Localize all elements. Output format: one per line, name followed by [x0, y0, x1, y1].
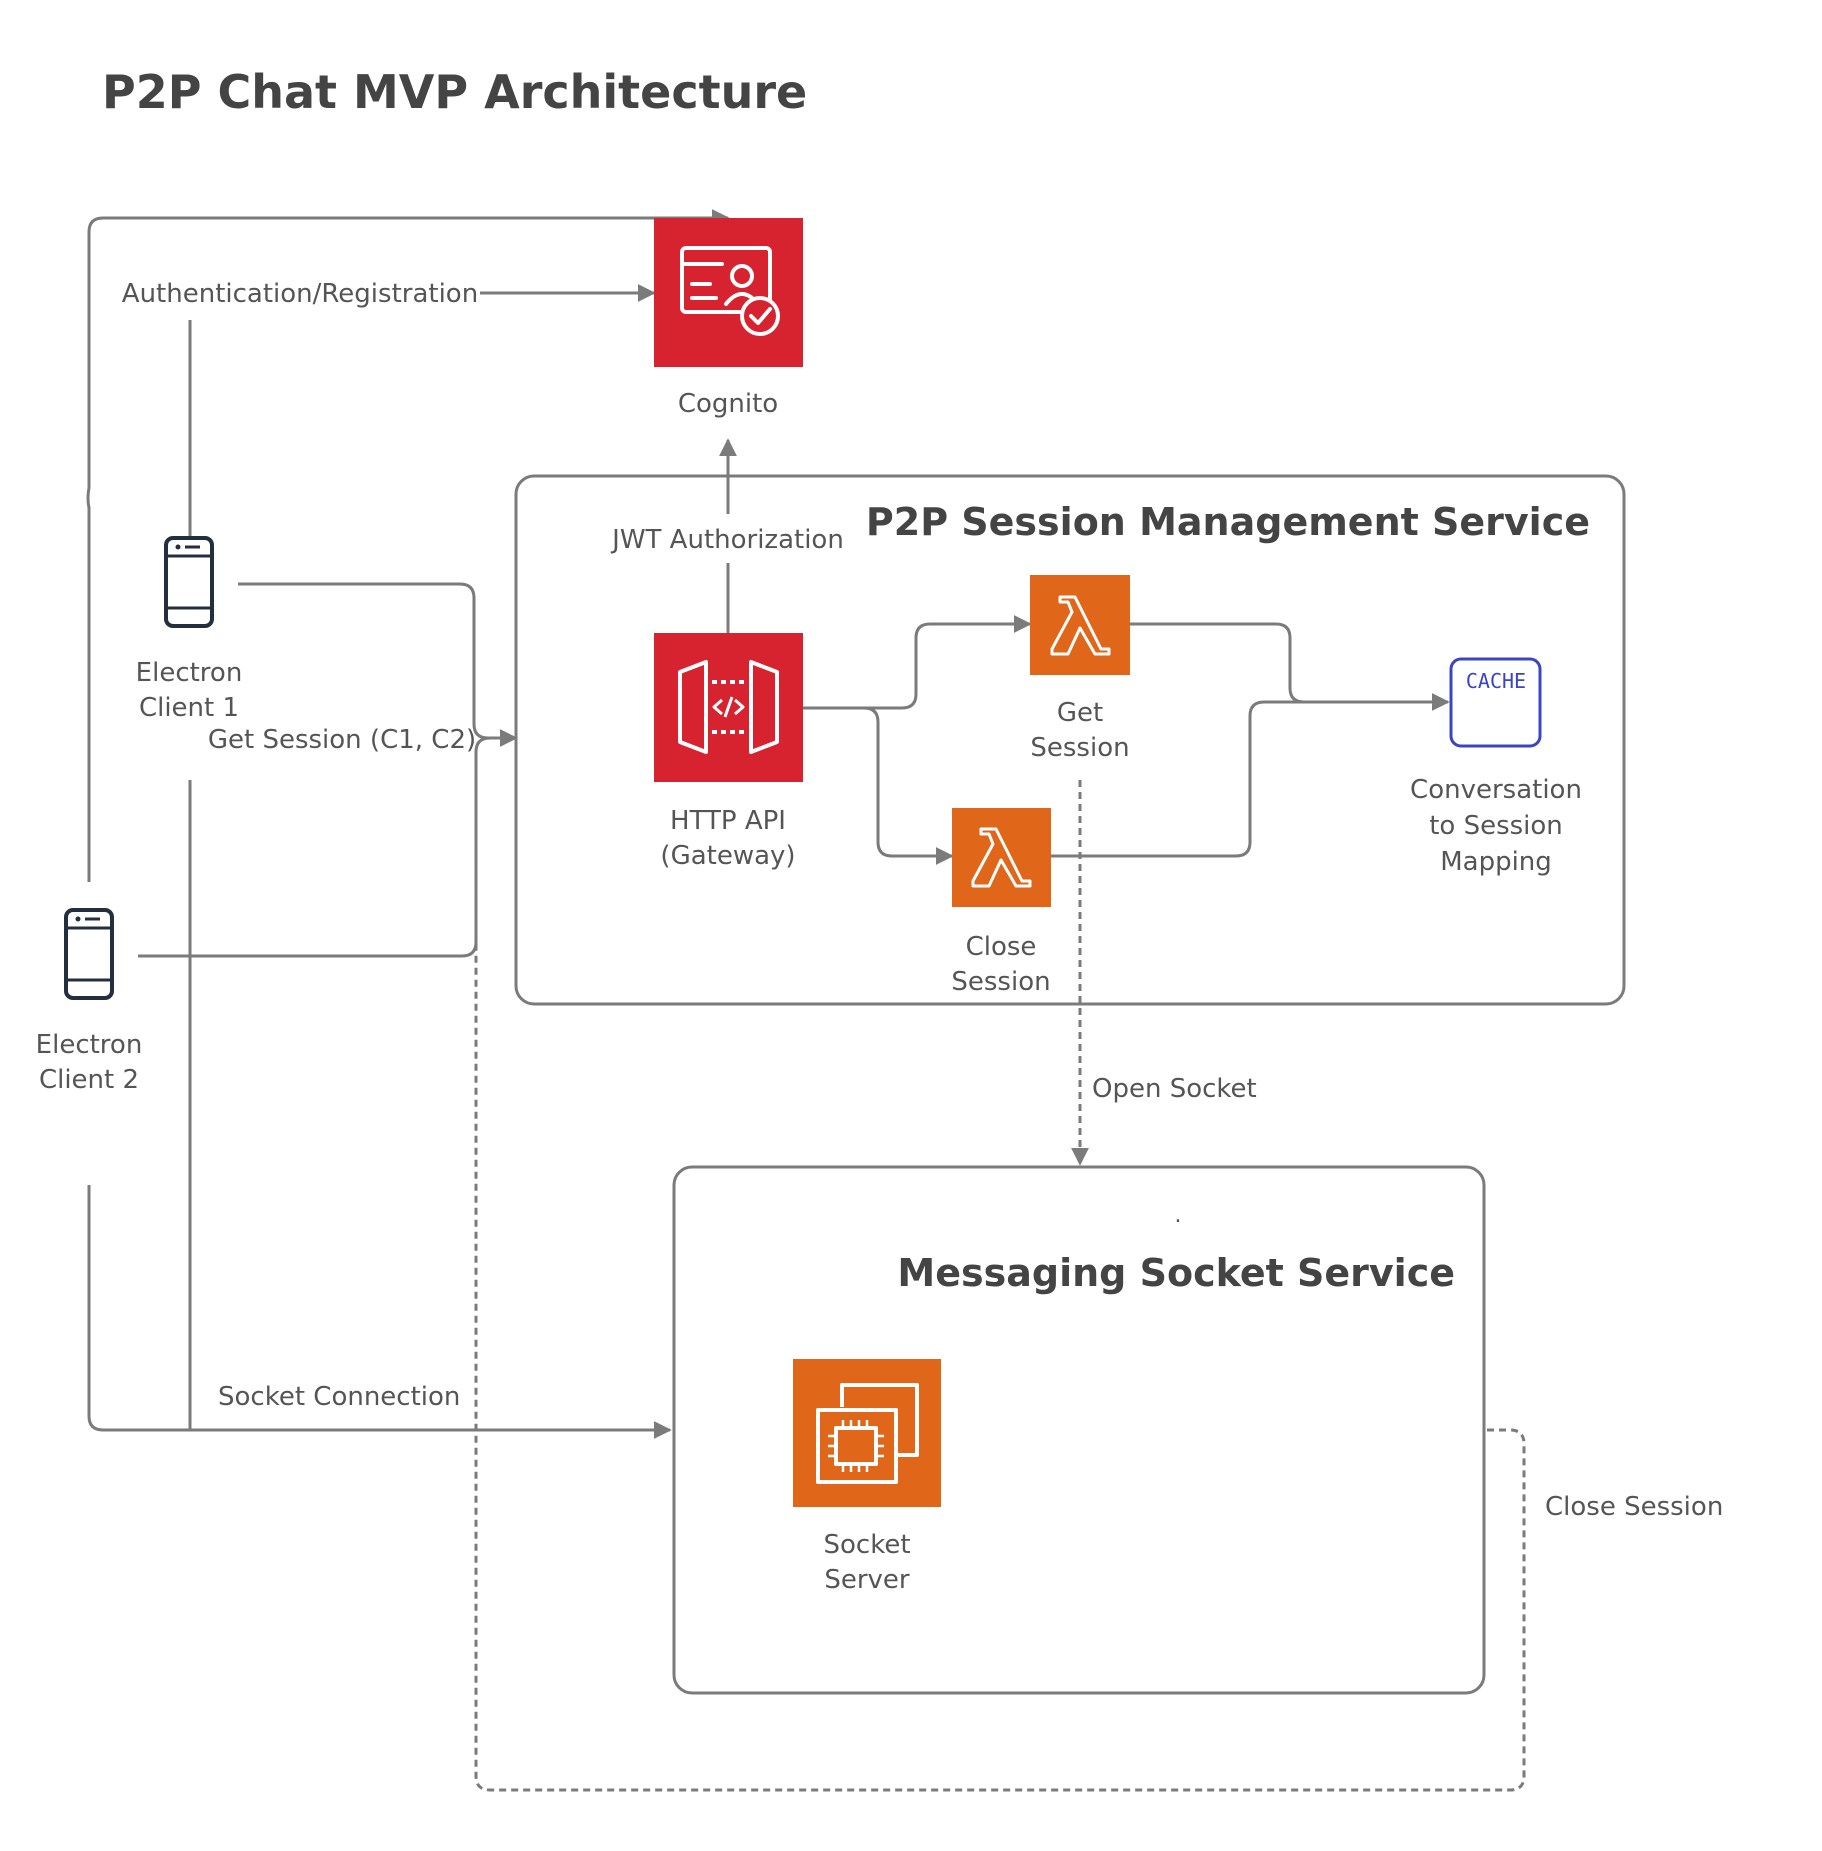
client1-label-line2: Client 1	[139, 693, 239, 723]
label-open-socket: Open Socket	[1092, 1074, 1257, 1104]
cache-node[interactable]: CACHE	[1449, 657, 1542, 748]
label-bg-get-session	[216, 720, 466, 756]
mobile-device-icon	[164, 536, 214, 628]
edge-client2-to-cognito	[86, 209, 730, 882]
client2-label-line1: Electron	[36, 1030, 143, 1060]
label-close-session-loop: Close Session	[1545, 1492, 1723, 1522]
cache-badge: CACHE	[1466, 669, 1526, 693]
diagram-title: P2P Chat MVP Architecture	[102, 65, 807, 119]
label-authentication-registration: Authentication/Registration	[122, 279, 478, 309]
edge-close-session-to-cache	[1050, 700, 1304, 858]
lambda-icon	[1050, 595, 1111, 656]
session-management-title: P2P Session Management Service	[866, 500, 1590, 544]
electron-client-1-node[interactable]	[164, 536, 214, 628]
electron-client-2-node[interactable]	[64, 908, 114, 1000]
edge-api-to-close-session	[803, 706, 954, 865]
label-bg-jwt	[612, 520, 844, 558]
lambda-icon	[971, 827, 1032, 888]
http-api-node[interactable]	[654, 633, 803, 782]
close-session-label-line1: Close	[966, 932, 1037, 962]
http-api-label-line2: (Gateway)	[660, 841, 795, 871]
get-session-label-line1: Get	[1057, 698, 1103, 728]
close-session-label-line2: Session	[951, 967, 1050, 997]
label-bg-auth	[124, 274, 476, 310]
client2-label-line2: Client 2	[39, 1065, 139, 1095]
messaging-dot: .	[1175, 1203, 1182, 1228]
cache-label-line1: Conversation	[1410, 775, 1582, 805]
socket-server-node[interactable]	[793, 1359, 941, 1507]
edge-client1-get-session	[238, 582, 518, 747]
dashed-connectors	[474, 770, 1526, 1792]
messaging-socket-group	[672, 1165, 1486, 1695]
connectors	[86, 209, 1450, 1439]
close-session-icon-bg	[952, 808, 1051, 907]
edge-socket-connection	[87, 1185, 672, 1439]
ec2-instances-icon	[816, 1383, 919, 1484]
cognito-label: Cognito	[678, 389, 778, 419]
edge-api-to-get-session	[803, 615, 1032, 710]
edge-get-session-to-cache	[1130, 622, 1450, 711]
http-api-label-line1: HTTP API	[670, 806, 786, 836]
client1-label-line1: Electron	[136, 658, 243, 688]
label-socket-connection: Socket Connection	[218, 1382, 460, 1412]
cache-label-line3: Mapping	[1440, 847, 1552, 877]
get-session-label-line2: Session	[1030, 733, 1129, 763]
get-session-lambda-node[interactable]	[1030, 575, 1130, 675]
get-session-icon-bg	[1030, 575, 1130, 675]
cognito-icon-bg	[654, 218, 803, 367]
edge-close-session-loop	[474, 770, 1526, 1792]
label-get-session-c1-c2: Get Session (C1, C2)	[208, 725, 476, 755]
messaging-socket-title: Messaging Socket Service	[897, 1251, 1455, 1295]
socket-server-label-line2: Server	[824, 1565, 910, 1595]
cache-label-line2: to Session	[1429, 811, 1563, 841]
socket-server-label-line1: Socket	[823, 1530, 910, 1560]
edge-client2-get-session	[138, 736, 491, 958]
cognito-node[interactable]	[654, 218, 803, 367]
cache-icon	[1449, 657, 1542, 748]
api-gateway-icon	[678, 660, 779, 754]
mobile-device-icon	[64, 908, 114, 1000]
close-session-lambda-node[interactable]	[952, 808, 1051, 907]
cognito-icon	[680, 246, 780, 336]
label-jwt-authorization: JWT Authorization	[610, 525, 844, 555]
